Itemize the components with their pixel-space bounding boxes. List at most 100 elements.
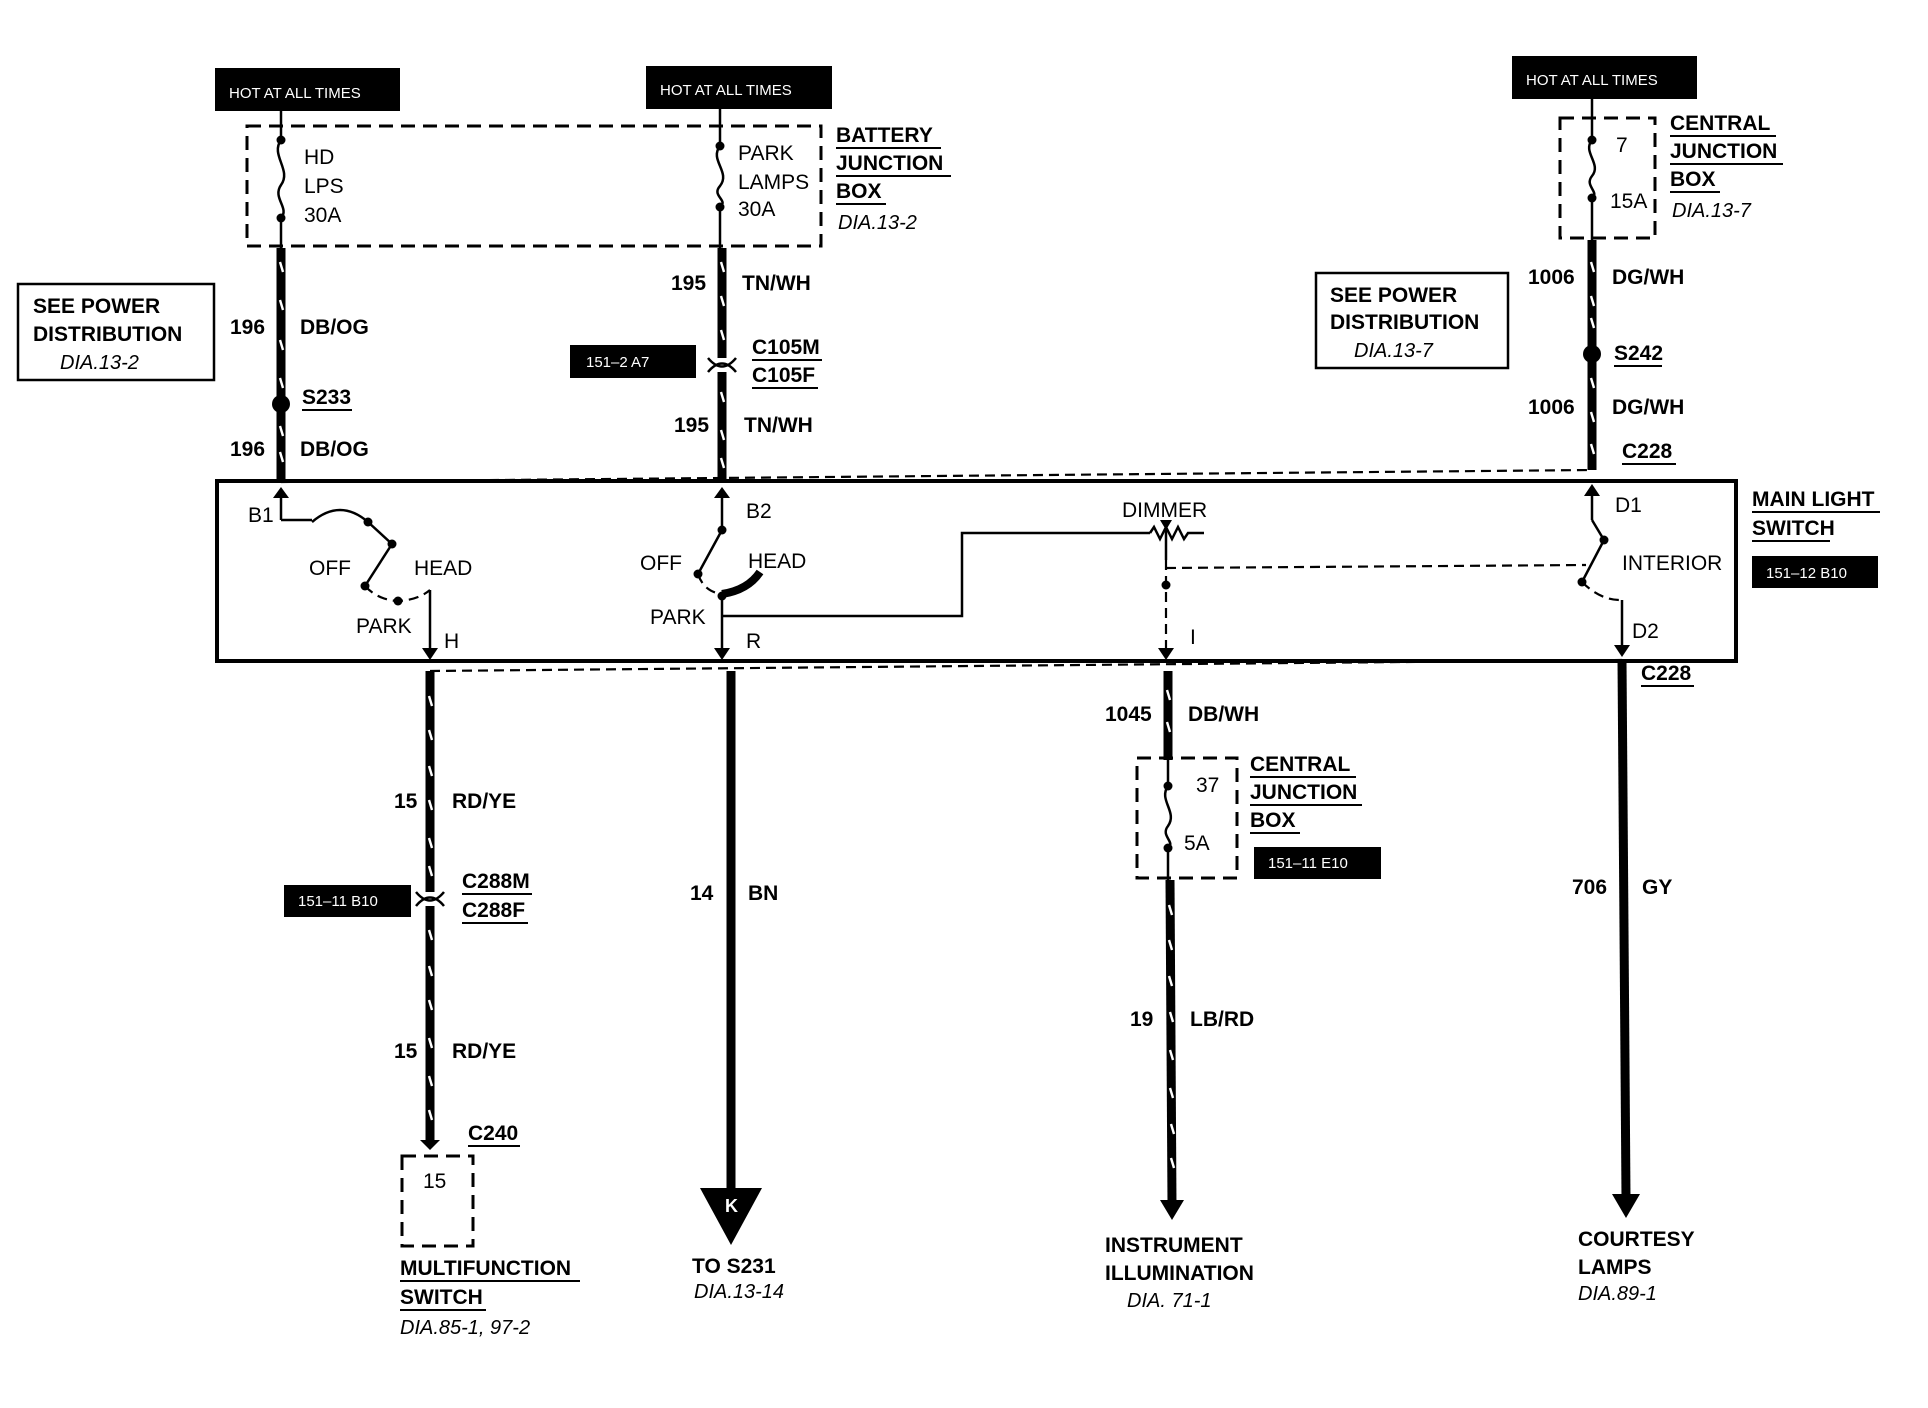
fuse-park-line3: 30A	[738, 198, 775, 221]
w1006-bot-color: DG/WH	[1612, 396, 1684, 419]
mfs-title-2: SWITCH	[400, 1286, 483, 1309]
hot-tag-right-text: HOT AT ALL TIMES	[1526, 72, 1658, 89]
w1045-num: 1045	[1105, 703, 1152, 726]
see-power-left-1: SEE POWER	[33, 295, 160, 318]
mls-i: I	[1190, 626, 1196, 649]
cjb-mid-title-3: BOX	[1250, 809, 1296, 832]
mfs-title-1: MULTIFUNCTION	[400, 1257, 571, 1280]
bjb-title-1: BATTERY	[836, 124, 933, 147]
mls-title-1: MAIN LIGHT	[1752, 488, 1875, 511]
mls-b2: B2	[746, 500, 772, 523]
hot-tag-middle-text: HOT AT ALL TIMES	[660, 82, 792, 99]
multifunction-switch: 15 MULTIFUNCTION SWITCH DIA.85-1, 97-2	[400, 1154, 580, 1339]
hot-tag-left: HOT AT ALL TIMES	[215, 68, 400, 111]
mls-park-1: PARK	[356, 615, 412, 638]
tag-151-12-b10: 151–12 B10	[1752, 556, 1878, 588]
see-power-distribution-left: SEE POWER DISTRIBUTION DIA.13-2	[16, 282, 216, 382]
w706-num: 706	[1572, 876, 1607, 899]
cjb-top-title-1: CENTRAL	[1670, 112, 1770, 135]
cl-ref: DIA.89-1	[1578, 1283, 1657, 1305]
wire-706: C228 706 GY	[1572, 659, 1694, 1218]
instrument-illumination: INSTRUMENT ILLUMINATION DIA. 71-1	[1105, 1234, 1254, 1312]
w1006-bot-num: 1006	[1528, 396, 1575, 419]
mls-dimmer: DIMMER	[1122, 499, 1207, 522]
bjb-title-2: JUNCTION	[836, 152, 943, 175]
tag-151-11-e10-text: 151–11 E10	[1268, 855, 1348, 872]
cjb-mid-title-2: JUNCTION	[1250, 781, 1357, 804]
cjb-mid-title-1: CENTRAL	[1250, 753, 1350, 776]
see-power-right-1: SEE POWER	[1330, 284, 1457, 307]
w1045-color: DB/WH	[1188, 703, 1259, 726]
c288f-label: C288F	[462, 899, 525, 922]
hot-tag-right: HOT AT ALL TIMES	[1512, 56, 1697, 99]
ii-title-2: ILLUMINATION	[1105, 1262, 1254, 1285]
c240-label: C240	[468, 1122, 518, 1145]
w15-bot-num: 15	[394, 1040, 418, 1063]
cl-title-1: COURTESY	[1578, 1228, 1695, 1251]
cjb-top-title-2: JUNCTION	[1670, 140, 1777, 163]
cjb-top-title-3: BOX	[1670, 168, 1716, 191]
fuse-park-line1: PARK	[738, 142, 794, 165]
courtesy-lamps: COURTESY LAMPS DIA.89-1	[1578, 1228, 1695, 1305]
fuse-hd-line3: 30A	[304, 204, 341, 227]
cjb-top-fuse-rating: 15A	[1610, 190, 1647, 213]
fuse-hd-line1: HD	[304, 146, 334, 169]
cl-title-2: LAMPS	[1578, 1256, 1652, 1279]
mls-d1: D1	[1615, 494, 1642, 517]
cjb-mid-fuse-rating: 5A	[1184, 832, 1210, 855]
s233-label: S233	[302, 386, 351, 409]
w195-top-num: 195	[671, 272, 706, 295]
to-s231-title: TO S231	[692, 1255, 776, 1278]
ii-ref: DIA. 71-1	[1127, 1290, 1211, 1312]
ii-title-1: INSTRUMENT	[1105, 1234, 1243, 1257]
wire-1045-19: 1045 DB/WH 19 LB/RD	[1105, 671, 1259, 1220]
mls-h: H	[444, 630, 459, 653]
w195-top-color: TN/WH	[742, 272, 811, 295]
see-power-distribution-right: SEE POWER DISTRIBUTION DIA.13-7	[1314, 271, 1510, 370]
mls-title-2: SWITCH	[1752, 517, 1835, 540]
w15-top-color: RD/YE	[452, 790, 516, 813]
mls-off-1: OFF	[309, 557, 351, 580]
w15-top-num: 15	[394, 790, 418, 813]
w14-num: 14	[690, 882, 714, 905]
battery-junction-box: HD LPS 30A PARK LAMPS 30A BATTERY JUNCTI…	[245, 109, 951, 248]
cjb-top-fuse-number: 7	[1616, 134, 1628, 157]
mfs-ref: DIA.85-1, 97-2	[400, 1317, 530, 1339]
bjb-title-3: BOX	[836, 180, 882, 203]
mls-head-2: HEAD	[748, 550, 806, 573]
cjb-mid-fuse-number: 37	[1196, 774, 1219, 797]
see-power-left-ref: DIA.13-2	[60, 352, 139, 374]
s242-label: S242	[1614, 342, 1663, 365]
c288m-label: C288M	[462, 870, 530, 893]
central-junction-box-top: 7 15A CENTRAL JUNCTION BOX DIA.13-7	[1558, 99, 1783, 240]
fuse-hd-line2: LPS	[304, 175, 344, 198]
fuse-park-line2: LAMPS	[738, 171, 809, 194]
w15-bot-color: RD/YE	[452, 1040, 516, 1063]
w19-color: LB/RD	[1190, 1008, 1254, 1031]
see-power-right-ref: DIA.13-7	[1354, 340, 1434, 362]
central-junction-box-mid: 37 5A CENTRAL JUNCTION BOX 151–11 E10	[1135, 753, 1381, 880]
c105f-label: C105F	[752, 364, 815, 387]
c228-top-label: C228	[1622, 440, 1673, 463]
tag-151-11-b10-text: 151–11 B10	[298, 893, 378, 910]
tag-151-11-e10: 151–11 E10	[1254, 847, 1381, 879]
w14-color: BN	[748, 882, 778, 905]
mfs-pin: 15	[423, 1170, 446, 1193]
w196-top-num: 196	[230, 316, 265, 339]
w196-bot-num: 196	[230, 438, 265, 461]
w195-bot-num: 195	[674, 414, 709, 437]
mls-d2: D2	[1632, 620, 1659, 643]
wire-14: K 14 BN TO S231 DIA.13-14	[690, 671, 784, 1303]
cjb-top-ref: DIA.13-7	[1672, 200, 1752, 222]
c105m-label: C105M	[752, 336, 820, 359]
wire-15: 15 RD/YE C288M C288F 15 RD/YE C240	[394, 671, 532, 1150]
wire-1006: 1006 DG/WH S242 1006 DG/WH C228	[1528, 240, 1684, 470]
mls-park-2: PARK	[650, 606, 706, 629]
w19-num: 19	[1130, 1008, 1153, 1031]
tag-151-11-b10: 151–11 B10	[284, 885, 411, 917]
see-power-right-2: DISTRIBUTION	[1330, 311, 1479, 334]
wire-196: 196 DB/OG S233 196 DB/OG	[230, 248, 369, 482]
main-light-switch: MAIN LIGHT SWITCH 151–12 B10 B1 OFF HEAD…	[215, 468, 1880, 673]
tag-151-12-b10-text: 151–12 B10	[1766, 565, 1847, 582]
mls-head-1: HEAD	[414, 557, 472, 580]
